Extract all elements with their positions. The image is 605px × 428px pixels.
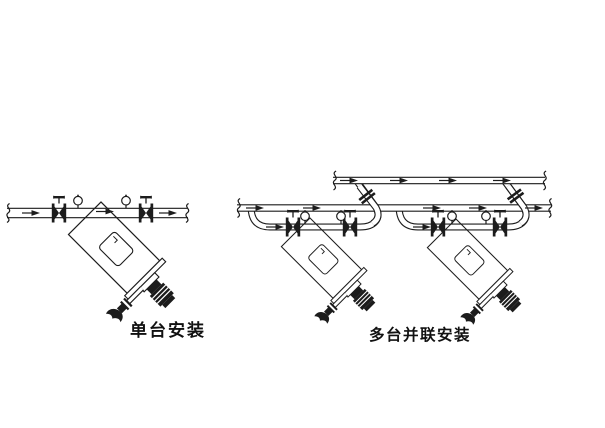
pressure-gauge-icon [299,209,311,225]
pressure-gauge-icon [120,193,132,210]
pressure-gauge-icon [72,193,84,210]
pipe-break-icon [185,202,190,224]
shutoff-valve-icon [284,208,302,238]
pressure-gauge-icon [446,209,458,225]
shutoff-valve-icon [491,208,509,238]
pipe-break-icon [542,170,547,191]
pressure-gauge-icon [480,209,492,225]
pipe-break-icon [548,197,553,219]
shutoff-valve-icon [429,208,447,238]
single-installation-label: 单台安装 [130,321,206,341]
parallel-units-diagram [236,170,553,341]
parallel-installation-label: 多台并联安装 [368,326,471,344]
single-unit-diagram [6,193,190,341]
filter-unit [263,216,387,340]
